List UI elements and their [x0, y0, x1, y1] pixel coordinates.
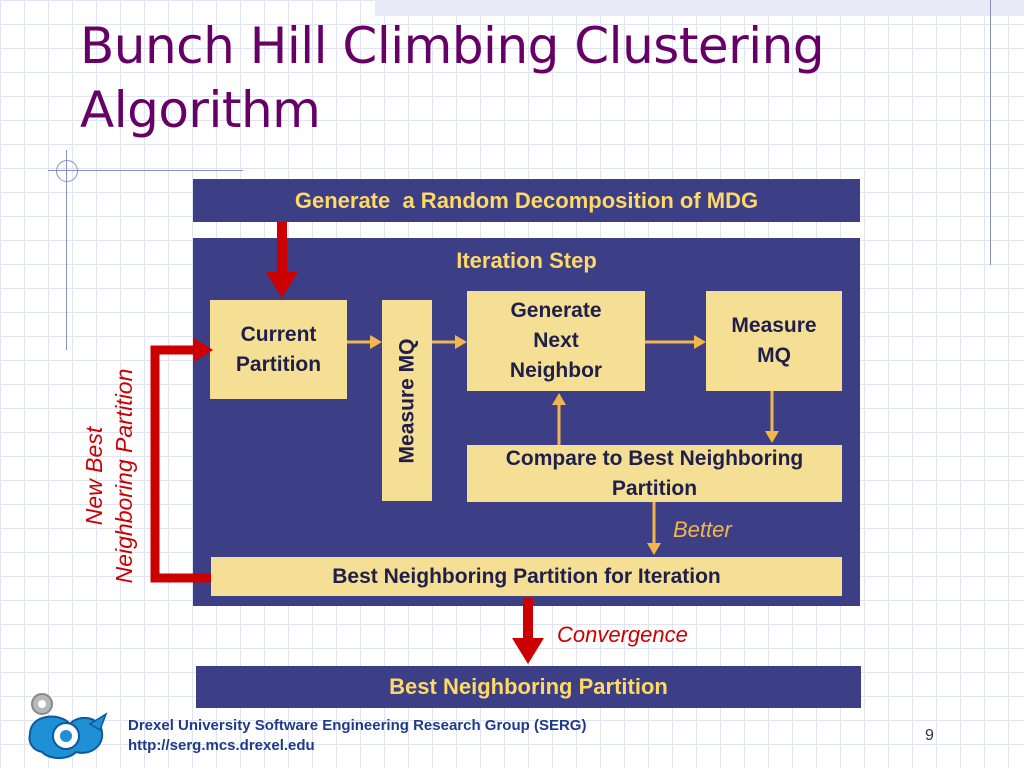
best-iteration-label: Best Neighboring Partition for Iteration	[332, 564, 721, 588]
compare-to-best-label: Compare to Best Neighboring Partition	[505, 446, 804, 500]
title-line-2: Algorithm	[80, 81, 321, 139]
generate-next-neighbor-box: Generate Next Neighbor	[467, 291, 645, 391]
footer-url[interactable]: http://serg.mcs.drexel.edu	[128, 737, 315, 754]
best-neighboring-partition-label: Best Neighboring Partition	[389, 674, 668, 699]
left-decor-line	[66, 150, 67, 350]
footer-org: Drexel University Software Engineering R…	[128, 716, 586, 756]
iteration-step-text: Iteration Step	[456, 248, 597, 273]
convergence-arrow	[512, 598, 544, 664]
new-best-side-label: New Best Neighboring Partition	[79, 331, 141, 621]
measure-mq-vertical-box: Measure MQ	[382, 300, 432, 501]
top-decor-line	[375, 0, 1024, 16]
iteration-step-label: Iteration Step	[193, 246, 860, 276]
convergence-text: Convergence	[557, 622, 688, 647]
better-text: Better	[673, 517, 732, 542]
side-label-line-2: Neighboring Partition	[111, 368, 137, 584]
measure-mq-vertical-label: Measure MQ	[395, 338, 418, 463]
random-decomposition-bar: Generate a Random Decomposition of MDG	[193, 179, 860, 222]
side-label-line-1: New Best	[81, 426, 107, 526]
best-iteration-box: Best Neighboring Partition for Iteration	[211, 557, 842, 596]
measure-mq-label: Measure MQ	[731, 314, 817, 367]
generate-next-neighbor-label: Generate Next Neighbor	[509, 299, 603, 382]
random-decomposition-label: Generate a Random Decomposition of MDG	[294, 187, 759, 213]
title-underline	[48, 170, 243, 171]
footer-line-1: Drexel University Software Engineering R…	[128, 717, 587, 734]
page-title: Bunch Hill Climbing Clustering Algorithm	[80, 14, 980, 142]
better-label: Better	[673, 517, 732, 543]
current-partition-label: Current Partition	[235, 322, 322, 376]
compare-to-best-box: Compare to Best Neighboring Partition	[467, 445, 842, 502]
decor-circle	[56, 160, 78, 182]
current-partition-box: Current Partition	[210, 300, 347, 399]
right-decor-line	[990, 0, 991, 265]
page-number: 9	[925, 727, 934, 744]
best-neighboring-partition-bar: Best Neighboring Partition	[196, 666, 861, 708]
convergence-label: Convergence	[557, 622, 688, 648]
serg-logo-icon	[28, 693, 108, 759]
title-line-1: Bunch Hill Climbing Clustering	[80, 17, 825, 75]
measure-mq-box: Measure MQ	[706, 291, 842, 391]
